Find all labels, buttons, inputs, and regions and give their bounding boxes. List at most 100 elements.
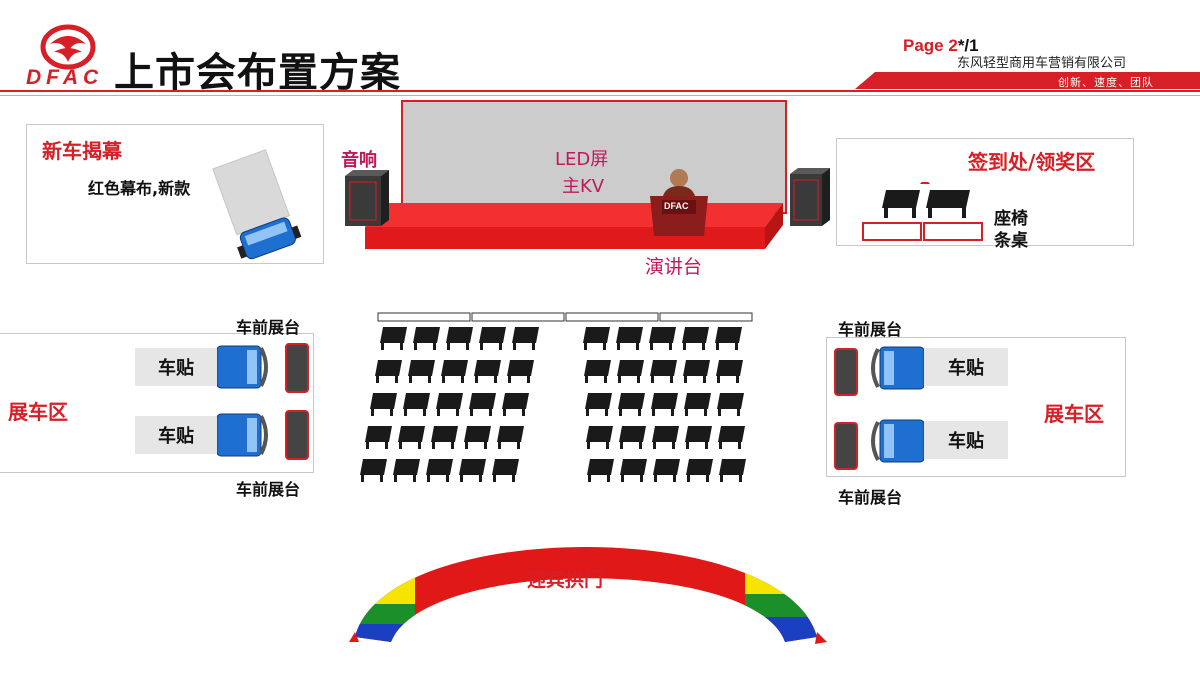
welcome-arch [345,512,835,652]
audience-chair [492,459,519,482]
page-suffix: */1 [957,36,979,55]
welcome-arch-label: 迎宾拱门 [527,569,604,591]
front-table [659,312,753,322]
podium-icon [644,166,714,236]
audience-seating [340,305,770,485]
audience-chair [717,393,744,416]
left-platform-label-top: 车前展台 [236,318,301,337]
audience-chair [719,459,746,482]
slogan-band [855,72,1200,89]
audience-chair [616,327,643,350]
audience-chair [502,393,529,416]
left-platform-label-bottom: 车前展台 [236,480,301,499]
audience-chair [479,327,506,350]
audience-chair [408,360,435,383]
audience-chair [585,393,612,416]
audience-chair [586,426,613,449]
dfac-logo [22,22,114,92]
audience-chair [413,327,440,350]
audience-chair [431,426,458,449]
audience-chair [618,393,645,416]
audience-chair [584,360,611,383]
right-truck-sticker-top: 车贴 [924,348,1008,386]
company-name: 东风轻型商用车营销有限公司 [957,56,1127,71]
left-truck-sticker-top: 车贴 [135,348,217,386]
page-label: Page 2 [903,36,958,55]
speaker-left-icon [345,170,389,226]
header-divider [0,90,1200,92]
audience-chair [436,393,463,416]
header-divider-thin [0,95,1200,96]
led-screen [401,100,787,214]
left-display-title: 展车区 [8,400,68,424]
led-screen-label: LED屏 [555,149,609,170]
audience-chair [684,393,711,416]
audience-chair [716,360,743,383]
right-truck-sticker-bottom: 车贴 [924,421,1008,459]
right-display-title: 展车区 [1044,402,1104,426]
audience-chair [685,426,712,449]
audience-chair [380,327,407,350]
signin-area-title: 签到处/领奖区 [968,150,1096,174]
front-table [565,312,659,322]
reveal-area-note: 红色幕布,新款 [88,179,191,198]
audience-chair [403,393,430,416]
audience-chair [446,327,473,350]
audience-chair [583,327,610,350]
left-truck-cab-bottom-icon [216,410,271,460]
front-table [377,312,471,322]
audience-chair [370,393,397,416]
page-title: 上市会布置方案 [114,50,401,96]
right-platform-label-bottom: 车前展台 [838,488,903,507]
audience-chair [497,426,524,449]
audience-chair [587,459,614,482]
audience-chair [683,360,710,383]
speaker-label: 音响 [341,150,377,171]
table-icon [862,222,984,242]
audience-chair [512,327,539,350]
chairs-icon [878,178,978,222]
podium-label: 演讲台 [645,256,703,278]
audience-chair [652,426,679,449]
audience-chair [619,426,646,449]
chairs-label: 座椅 [994,209,1028,229]
table-label: 条桌 [994,231,1028,251]
left-truck-cab-top-icon [216,342,271,392]
audience-chair [507,360,534,383]
audience-chair [464,426,491,449]
audience-chair [617,360,644,383]
audience-chair [620,459,647,482]
audience-chair [469,393,496,416]
audience-chair [459,459,486,482]
audience-chair [393,459,420,482]
left-platform-bottom [285,410,309,460]
covered-truck-icon [210,145,310,260]
audience-chair [651,393,678,416]
audience-chair [686,459,713,482]
right-platform-bottom [834,422,858,470]
stage-platform [365,203,783,251]
audience-chair [649,327,676,350]
kv-label: 主KV [562,176,605,197]
slogan: 创新、速度、团队 [1058,76,1154,89]
audience-chair [375,360,402,383]
speaker-right-icon [790,168,830,226]
audience-chair [650,360,677,383]
left-platform-top [285,343,309,393]
right-truck-cab-top-icon [868,343,925,393]
logo-text: DFAC [26,66,104,89]
right-platform-label-top: 车前展台 [838,320,903,339]
right-truck-cab-bottom-icon [868,416,925,466]
audience-chair [718,426,745,449]
audience-chair [441,360,468,383]
reveal-area-title: 新车揭幕 [42,139,122,163]
audience-chair [653,459,680,482]
audience-chair [682,327,709,350]
front-table [471,312,565,322]
left-truck-sticker-bottom: 车贴 [135,416,217,454]
audience-chair [715,327,742,350]
audience-chair [426,459,453,482]
podium-badge: DFAC [664,201,689,211]
audience-chair [365,426,392,449]
audience-chair [474,360,501,383]
